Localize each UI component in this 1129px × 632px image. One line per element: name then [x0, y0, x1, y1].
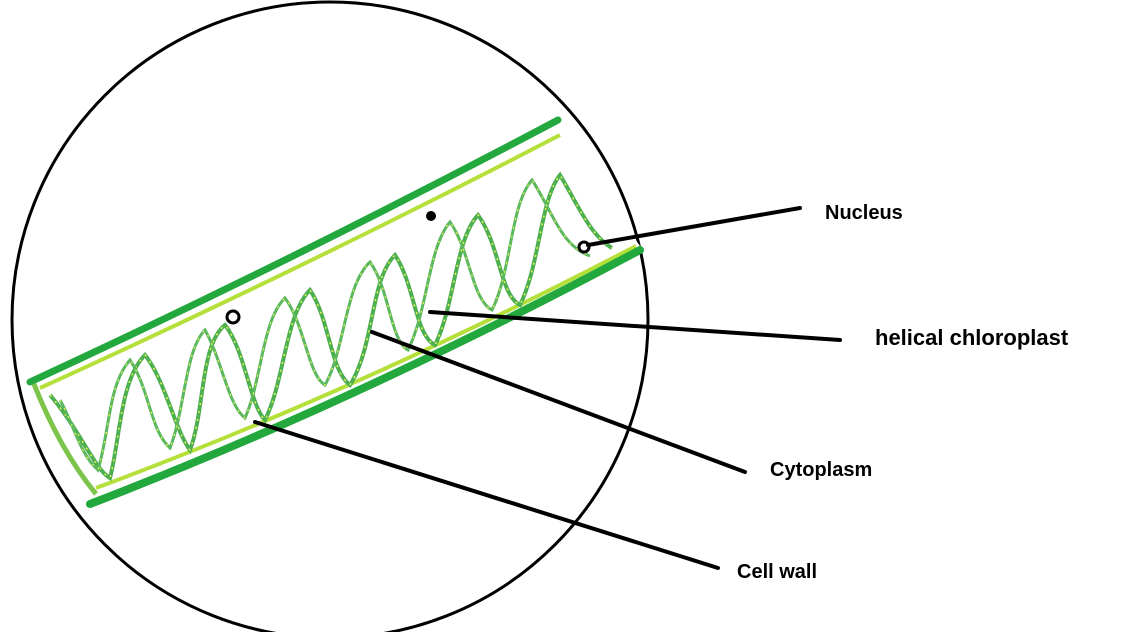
nucleus-dot-1: [227, 311, 239, 323]
leader-line-cell-wall: [255, 422, 718, 568]
label-cell-wall: Cell wall: [737, 561, 817, 583]
label-helical-chloroplast: helical chloroplast: [875, 325, 1069, 350]
label-cytoplasm: Cytoplasm: [770, 459, 872, 481]
leader-line-cytoplasm: [372, 332, 745, 472]
nucleus-dot-2: [426, 211, 436, 221]
cytoplasm-region: [38, 125, 640, 500]
label-nucleus: Nucleus: [825, 202, 903, 224]
